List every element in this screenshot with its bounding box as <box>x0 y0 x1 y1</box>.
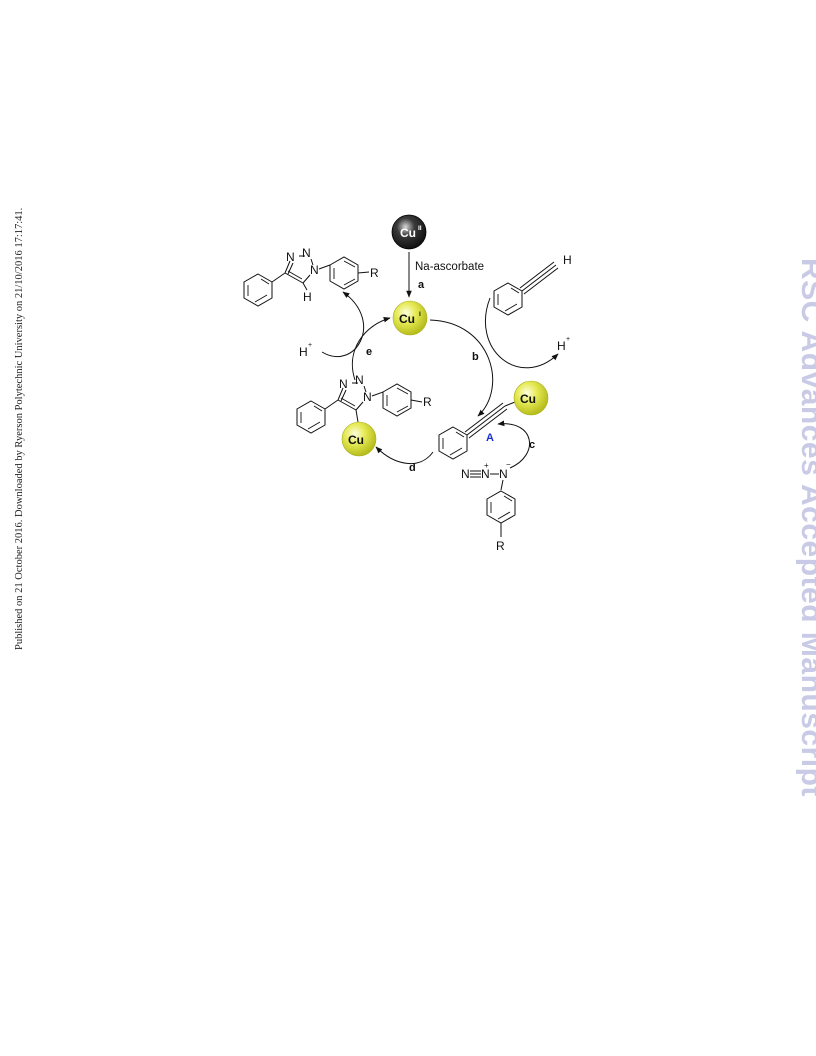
cu-i-oxidation-state: I <box>419 311 421 318</box>
step-d-label: d <box>409 462 416 474</box>
cu-ii-oxidation-state: II <box>418 225 422 232</box>
step-b-label: b <box>472 351 479 363</box>
triazole-product: N N N H R <box>243 246 379 307</box>
triazolide-r-group: R <box>423 395 432 409</box>
proton-b-charge: + <box>566 336 570 343</box>
azide-plus-charge: + <box>484 461 489 470</box>
proton-consumed: H + <box>299 342 312 359</box>
copper-acetylide-intermediate: Cu A <box>438 380 549 460</box>
step-c-label: c <box>529 439 535 451</box>
intermediate-a-label: A <box>486 432 494 444</box>
product-n3: N <box>286 250 295 264</box>
cu-acetylide-label: Cu <box>520 392 536 406</box>
proton-e-charge: + <box>308 342 312 349</box>
step-c-arrow <box>497 420 530 469</box>
cu-i-label: Cu <box>399 312 415 326</box>
aryl-azide-reactant: N N + N − R <box>461 460 516 553</box>
product-n2: N <box>302 246 311 260</box>
cu-ii-catalyst: Cu II <box>391 214 427 250</box>
product-release-arrow <box>321 291 364 358</box>
product-n1: N <box>310 263 319 277</box>
copper-triazolide-intermediate: N N N R Cu <box>296 373 432 457</box>
proton-e-symbol: H <box>299 345 308 359</box>
cu-i-catalyst: Cu I <box>392 300 428 336</box>
triazolide-n1: N <box>363 390 372 404</box>
deprotonation-arrow <box>484 297 559 369</box>
proton-b-symbol: H <box>557 339 566 353</box>
phenylacetylene-reactant: H <box>493 253 572 316</box>
product-c5-hydrogen: H <box>303 290 312 304</box>
azide-minus-charge: − <box>506 460 511 469</box>
reagent-label: Na-ascorbate <box>415 261 484 273</box>
step-e-label: e <box>366 346 372 358</box>
proton-released: H + <box>557 336 570 353</box>
step-e-arrow <box>351 317 391 381</box>
cu-triazolide-label: Cu <box>348 433 364 447</box>
step-a-label: a <box>418 279 425 291</box>
cu-ii-label: Cu <box>400 226 416 240</box>
azide-n2: N <box>481 467 490 481</box>
azide-r-group: R <box>496 539 505 553</box>
step-b-arrow <box>429 319 494 417</box>
triazolide-n3: N <box>339 377 348 391</box>
step-d-arrow <box>375 446 434 465</box>
triazolide-n2: N <box>355 373 364 387</box>
azide-n3: N <box>499 467 508 481</box>
alkyne-h-atom: H <box>563 253 572 267</box>
product-r-group: R <box>370 266 379 280</box>
azide-n1: N <box>461 467 470 481</box>
